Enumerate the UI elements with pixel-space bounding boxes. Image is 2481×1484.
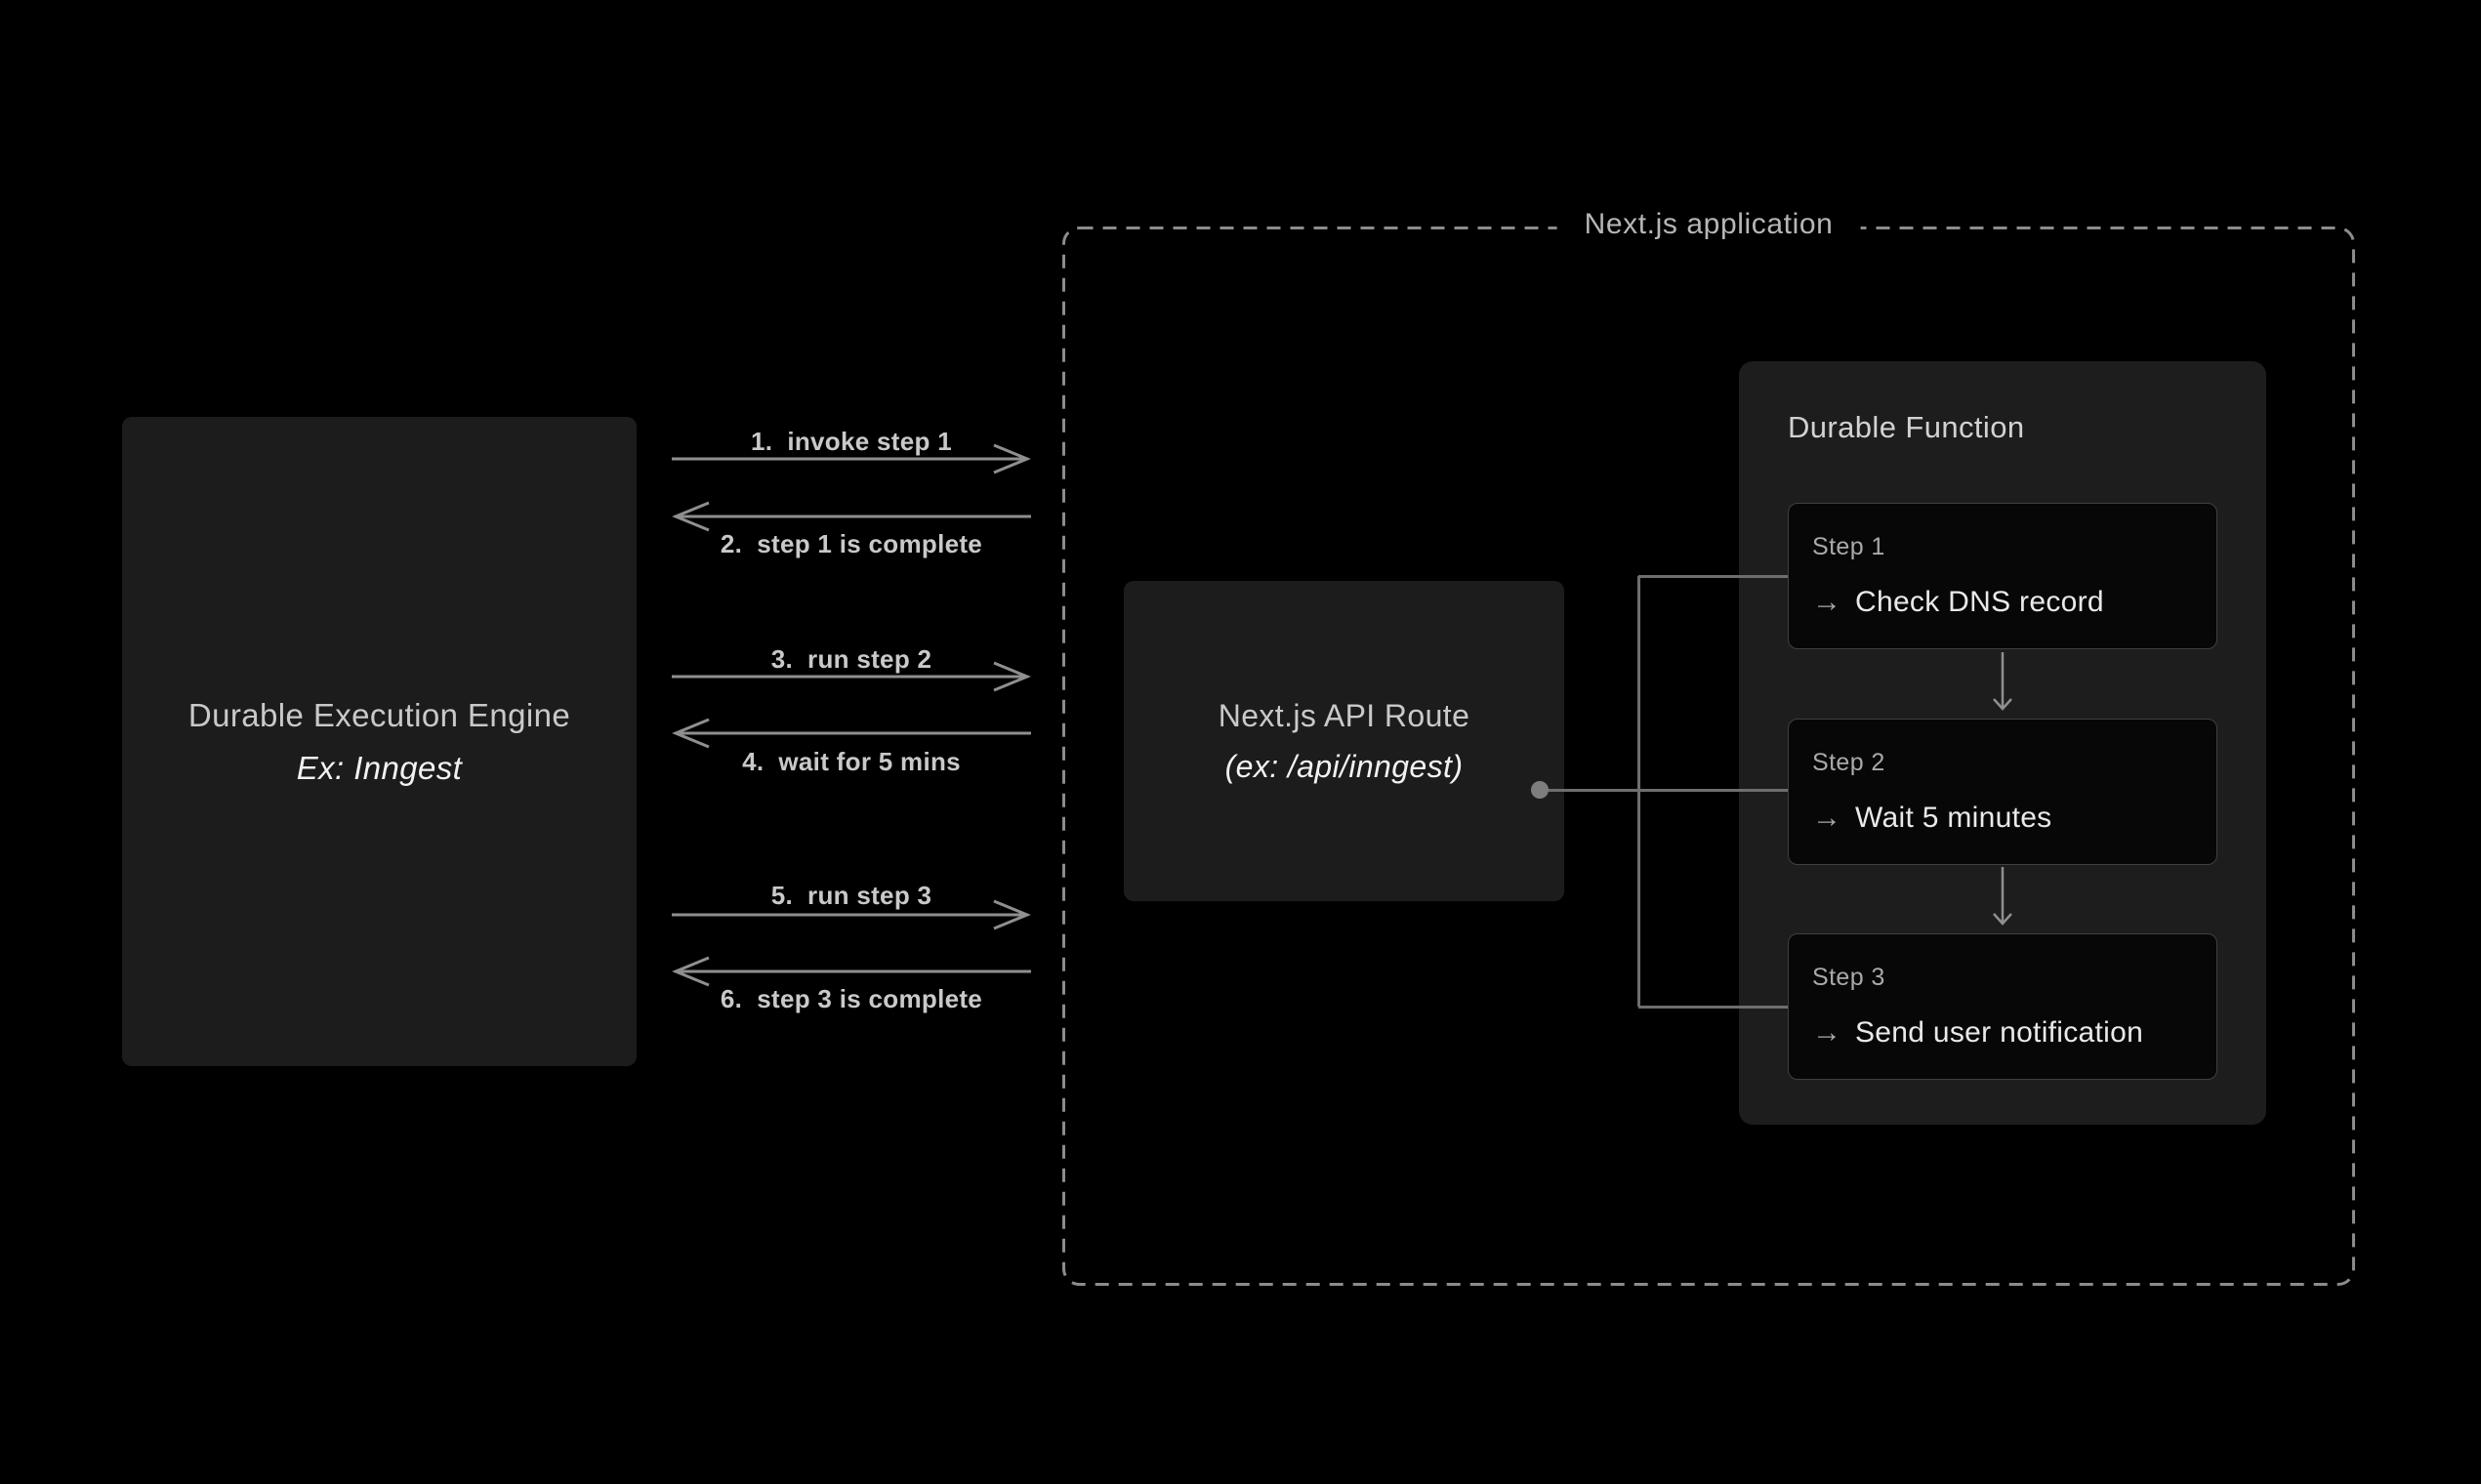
durable-function-title: Durable Function [1788,410,2025,444]
step-1-label: Step 1 [1812,533,1885,560]
connector-line-top-branch [1638,575,1788,578]
durable-function-panel: Durable Function Step 1 → Check DNS reco… [1739,361,2266,1125]
engine-subtitle: Ex: Inngest [296,749,463,786]
message-4-label: 4. wait for 5 mins [742,747,961,776]
step-1-action-text: Check DNS record [1855,586,2104,618]
step-2-label: Step 2 [1812,749,1885,776]
message-3-label: 3. run step 2 [770,644,932,674]
api-route-subtitle: (ex: /api/inngest) [1224,748,1464,784]
right-arrow-icon: → [1812,586,1841,618]
connector-dot [1531,781,1549,799]
step-flow-down-arrow-icon-1 [1989,652,2016,713]
right-arrow-icon: → [1812,802,1841,834]
step-flow-down-arrow-icon-2 [1989,867,2016,928]
message-1-right-arrow-icon [672,439,1031,478]
step-3-action: → Send user notification [1812,1016,2143,1050]
connector-line-bottom-branch [1638,1006,1788,1009]
message-2-label: 2. step 1 is complete [720,529,983,558]
step-1-action: → Check DNS record [1812,586,2104,619]
right-arrow-icon: → [1812,1016,1841,1049]
api-route-title: Next.js API Route [1218,697,1470,733]
step-3-action-text: Send user notification [1855,1016,2144,1049]
nextjs-application-boundary [1062,227,2355,1286]
nextjs-application-label: Next.js application [1556,207,1861,241]
message-2-left-arrow-icon [672,497,1031,536]
message-6-label: 6. step 3 is complete [720,984,983,1013]
message-1-label: 1. invoke step 1 [751,427,952,456]
engine-title: Durable Execution Engine [187,696,571,733]
durable-execution-engine-box: Durable Execution Engine Ex: Inngest [122,417,637,1066]
step-3-label: Step 3 [1812,964,1885,991]
step-2-action: → Wait 5 minutes [1812,802,2052,835]
message-5-right-arrow-icon [672,895,1031,934]
nextjs-api-route-box: Next.js API Route (ex: /api/inngest) [1124,581,1564,901]
message-5-label: 5. run step 3 [770,881,932,910]
step-2-action-text: Wait 5 minutes [1855,802,2052,834]
step-card-2: Step 2 → Wait 5 minutes [1788,719,2217,865]
connector-line-vertical [1637,576,1640,1007]
message-3-right-arrow-icon [672,657,1031,696]
message-6-left-arrow-icon [672,952,1031,991]
connector-line-middle [1540,789,1788,792]
step-card-1: Step 1 → Check DNS record [1788,503,2217,649]
step-card-3: Step 3 → Send user notification [1788,933,2217,1080]
message-4-left-arrow-icon [672,714,1031,753]
